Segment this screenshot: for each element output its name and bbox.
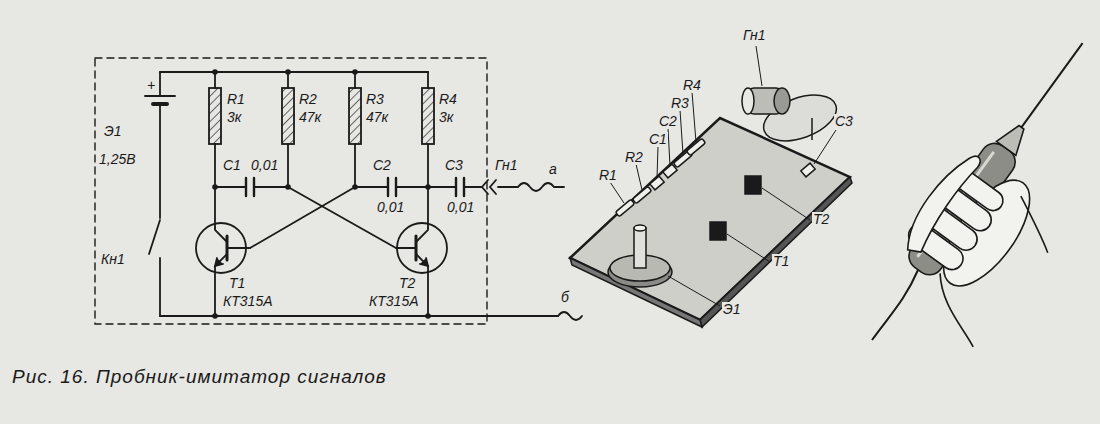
part-name: C2 <box>372 158 392 173</box>
wire <box>160 71 428 73</box>
capacitor-symbol <box>215 178 482 196</box>
part-value: 3к <box>438 110 454 125</box>
polarity-sign: + <box>146 78 156 93</box>
battery-symbol <box>145 72 175 218</box>
callout-label: R1 <box>598 168 618 183</box>
part-value: 47к <box>365 110 389 125</box>
part-value: 3к <box>226 110 242 125</box>
part-value: КТ315А <box>368 294 420 309</box>
part-value: 0,01 <box>376 200 405 215</box>
part-name: R1 <box>226 92 246 107</box>
part-value: КТ315А <box>222 294 274 309</box>
part-value: 1,25В <box>98 152 137 167</box>
junction-dot <box>212 69 431 319</box>
part-name: Э1 <box>103 124 123 139</box>
jack-symbol <box>482 180 564 194</box>
enclosure-outline <box>95 58 487 324</box>
part-name: R4 <box>438 92 458 107</box>
callout-label: R4 <box>682 78 702 93</box>
part-name: T2 <box>398 276 416 291</box>
callout-label: Гн1 <box>742 28 767 43</box>
part-name: Гн1 <box>494 158 519 173</box>
callout-label: C3 <box>834 114 854 129</box>
part-name: T1 <box>228 276 246 291</box>
part-name: R2 <box>298 92 318 107</box>
transistor-symbol <box>196 223 447 316</box>
leader-line <box>610 46 836 306</box>
callout-label: R3 <box>670 96 690 111</box>
wire <box>160 315 558 317</box>
resistor-symbol <box>209 72 434 228</box>
part-value: 0,01 <box>250 158 279 173</box>
callout-label: T2 <box>812 212 830 227</box>
callout-label: R2 <box>624 150 644 165</box>
figure-caption: Рис. 16. Пробник-имитатор сигналов <box>12 366 387 388</box>
part-value: 0,01 <box>446 200 475 215</box>
part-name: R3 <box>365 92 385 107</box>
circuit-board <box>570 86 852 327</box>
part-name: C1 <box>222 158 242 173</box>
wire-lead <box>558 312 582 320</box>
callout-label: Э1 <box>722 302 742 317</box>
callout-label: T1 <box>772 254 790 269</box>
callout-label: C2 <box>658 114 678 129</box>
probe-in-hand <box>872 23 1100 350</box>
callout-label: C1 <box>648 132 668 147</box>
part-name: Кн1 <box>100 252 126 267</box>
terminal-name: б <box>560 290 570 305</box>
wire <box>250 187 355 248</box>
part-value: 47к <box>298 110 322 125</box>
switch-symbol <box>149 220 160 316</box>
part-name: C3 <box>444 158 464 173</box>
terminal-name: а <box>548 162 558 177</box>
